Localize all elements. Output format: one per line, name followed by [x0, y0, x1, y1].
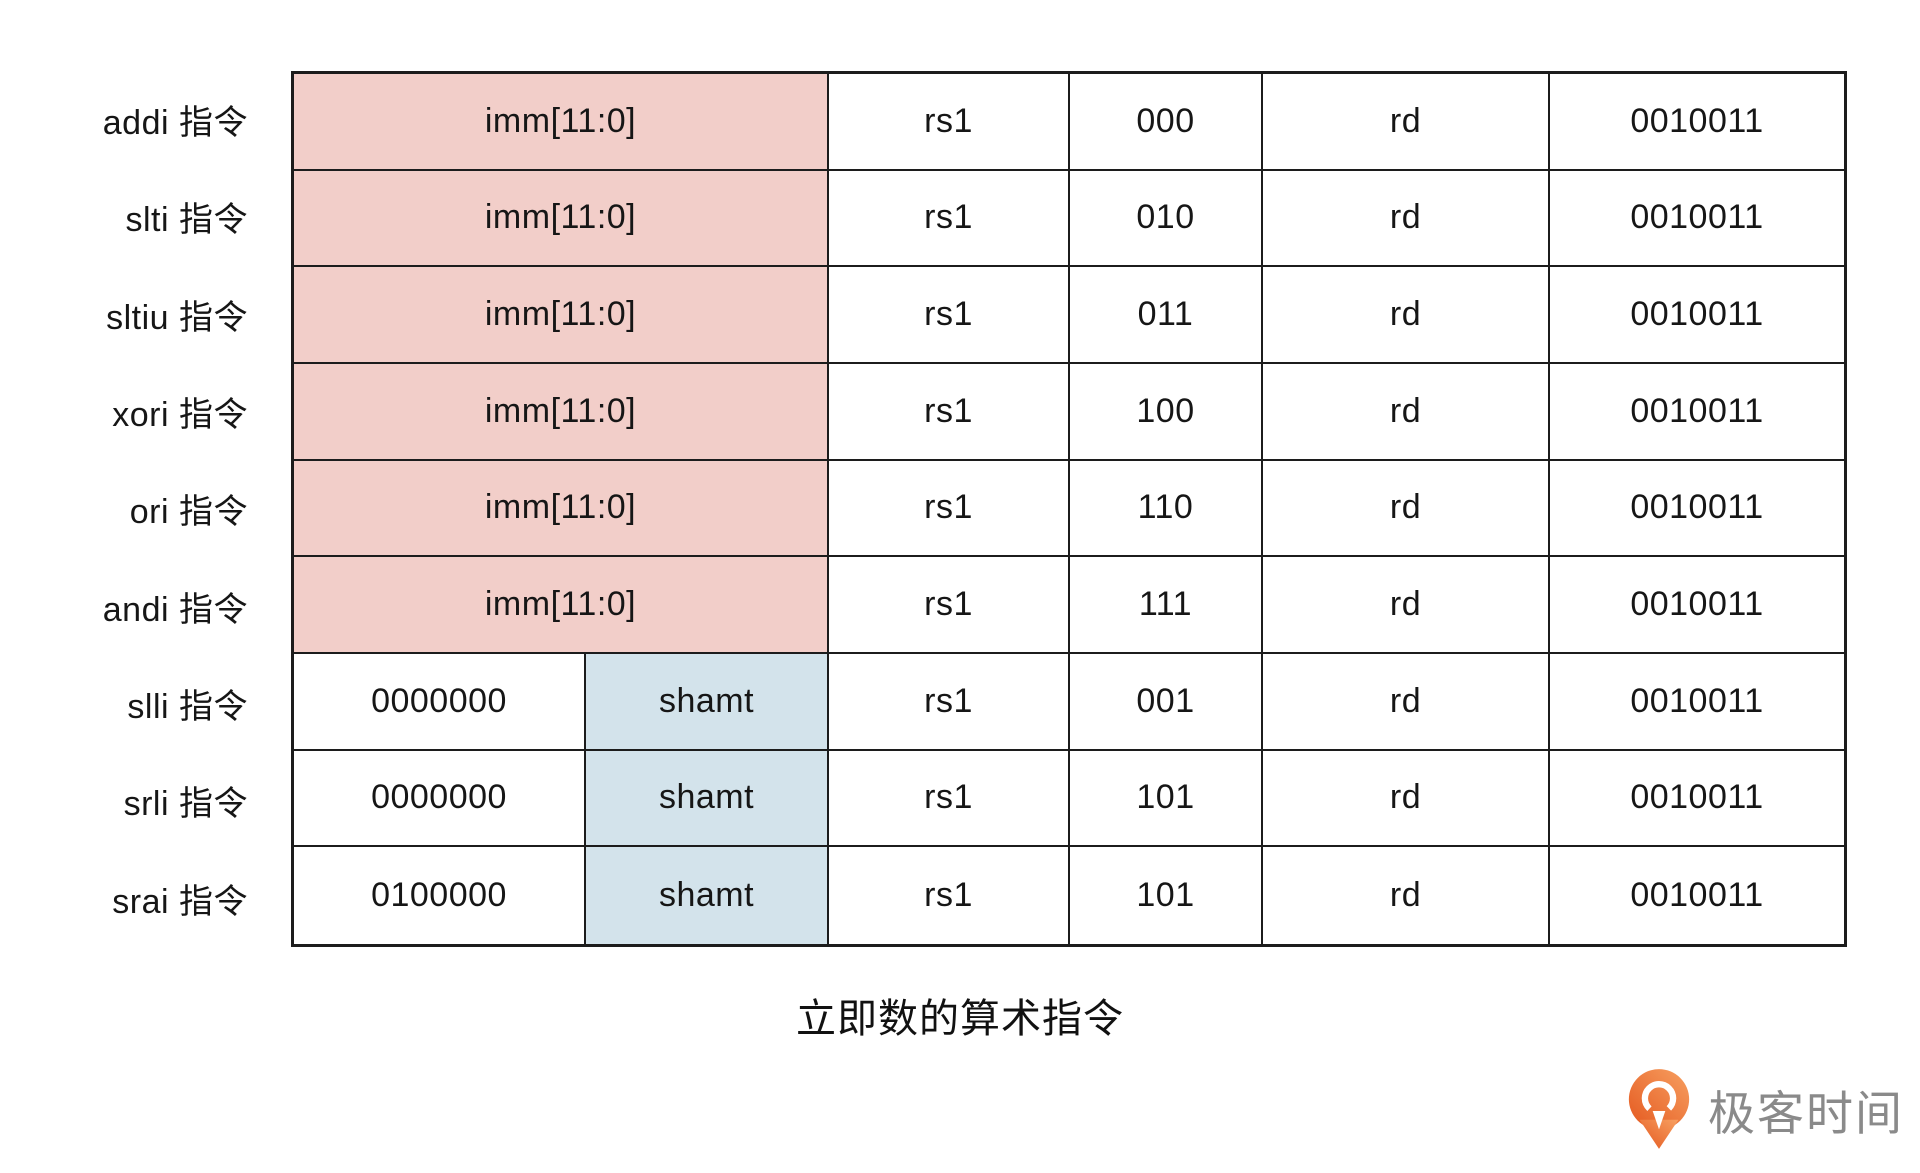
cell-shamt: shamt [586, 653, 829, 751]
cell-imm: imm[11:0] [294, 267, 829, 364]
cell-rd: rd [1263, 170, 1550, 268]
instruction-format-table: imm[11:0] rs1 000 rd 0010011 imm[11:0] r… [291, 71, 1847, 947]
cell-opcode: 0010011 [1550, 461, 1844, 558]
cell-funct7: 0100000 [294, 847, 586, 944]
cell-shamt: shamt [586, 847, 829, 944]
label-addi: addi 指令 [102, 104, 248, 143]
cell-rs1: rs1 [829, 460, 1070, 558]
cell-rs1: rs1 [829, 653, 1070, 751]
label-srli: srli 指令 [123, 785, 248, 824]
cell-rd: rd [1263, 847, 1550, 944]
cell-opcode: 0010011 [1550, 654, 1844, 751]
cell-shamt: shamt [586, 750, 829, 848]
cell-rd: rd [1263, 557, 1550, 654]
cell-funct7: 0000000 [294, 750, 586, 848]
cell-opcode: 0010011 [1550, 74, 1844, 171]
instruction-label-column: addi 指令 slti 指令 sltiu 指令 xori 指令 ori 指令 … [0, 71, 248, 947]
cell-opcode: 0010011 [1550, 557, 1844, 654]
cell-rd: rd [1263, 653, 1550, 751]
cell-funct7: 0000000 [294, 653, 586, 751]
geektime-pin-icon [1628, 1069, 1690, 1149]
cell-funct3: 111 [1070, 557, 1263, 654]
cell-rs1: rs1 [829, 557, 1070, 654]
cell-rs1: rs1 [829, 267, 1070, 364]
cell-rs1: rs1 [829, 170, 1070, 268]
label-andi: andi 指令 [102, 590, 248, 629]
label-slti: slti 指令 [125, 201, 248, 240]
cell-funct3: 101 [1070, 847, 1263, 944]
label-sltiu: sltiu 指令 [106, 298, 248, 337]
cell-opcode: 0010011 [1630, 876, 1764, 915]
cell-rs1: rs1 [829, 750, 1070, 848]
cell-rs1: rs1 [829, 847, 1070, 944]
cell-funct3: 011 [1070, 267, 1263, 364]
cell-rd: rd [1263, 460, 1550, 558]
geektime-brand-text: 极客时间 [1708, 1086, 1904, 1140]
cell-rd: rd [1263, 363, 1550, 461]
cell-imm: imm[11:0] [294, 74, 829, 171]
cell-funct3: 010 [1070, 170, 1263, 268]
cell-rd: rd [1263, 267, 1550, 364]
label-slli: slli 指令 [127, 688, 248, 727]
cell-funct3: 110 [1070, 460, 1263, 558]
figure-caption: 立即数的算术指令 [796, 997, 1124, 1041]
label-xori: xori 指令 [112, 396, 248, 435]
cell-rs1: rs1 [829, 363, 1070, 461]
cell-opcode: 0010011 [1550, 751, 1844, 848]
geektime-logo: 极客时间 [1624, 1066, 1904, 1152]
label-srai: srai 指令 [112, 882, 248, 921]
cell-opcode: 0010011 [1550, 267, 1844, 364]
cell-rd: rd [1263, 750, 1550, 848]
cell-funct3: 000 [1070, 74, 1263, 171]
cell-opcode: 0010011 [1550, 171, 1844, 268]
cell-rd: rd [1263, 74, 1550, 171]
cell-funct3: 001 [1070, 653, 1263, 751]
cell-rs1: rs1 [829, 74, 1070, 171]
cell-funct3: 100 [1070, 363, 1263, 461]
cell-imm: imm[11:0] [294, 363, 829, 461]
cell-funct3: 101 [1070, 750, 1263, 848]
cell-opcode: 0010011 [1550, 364, 1844, 461]
cell-imm: imm[11:0] [294, 460, 829, 558]
label-ori: ori 指令 [129, 493, 248, 532]
cell-imm: imm[11:0] [294, 557, 829, 654]
cell-imm: imm[11:0] [294, 170, 829, 268]
